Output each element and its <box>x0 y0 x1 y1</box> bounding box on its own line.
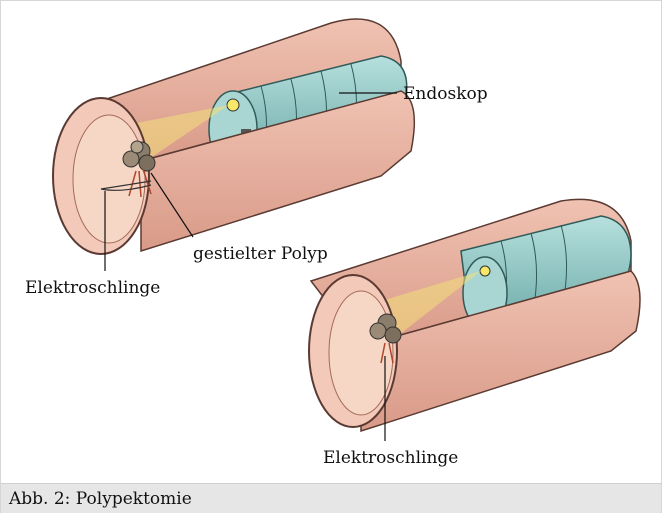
label-snare-top: Elektroschlinge <box>25 278 160 298</box>
polypectomy-illustration: Endoskop gestielter Polyp Elektroschling… <box>1 1 661 483</box>
caption-bar: Abb. 2: Polypektomie <box>1 483 661 513</box>
label-endoscope: Endoskop <box>403 84 488 104</box>
label-snare-bottom: Elektroschlinge <box>323 448 458 468</box>
intestine-tube-top <box>53 19 414 254</box>
label-pedunculated-polyp: gestielter Polyp <box>193 244 328 264</box>
intestine-tube-bottom <box>309 199 640 431</box>
figure-caption: Abb. 2: Polypektomie <box>9 489 192 509</box>
